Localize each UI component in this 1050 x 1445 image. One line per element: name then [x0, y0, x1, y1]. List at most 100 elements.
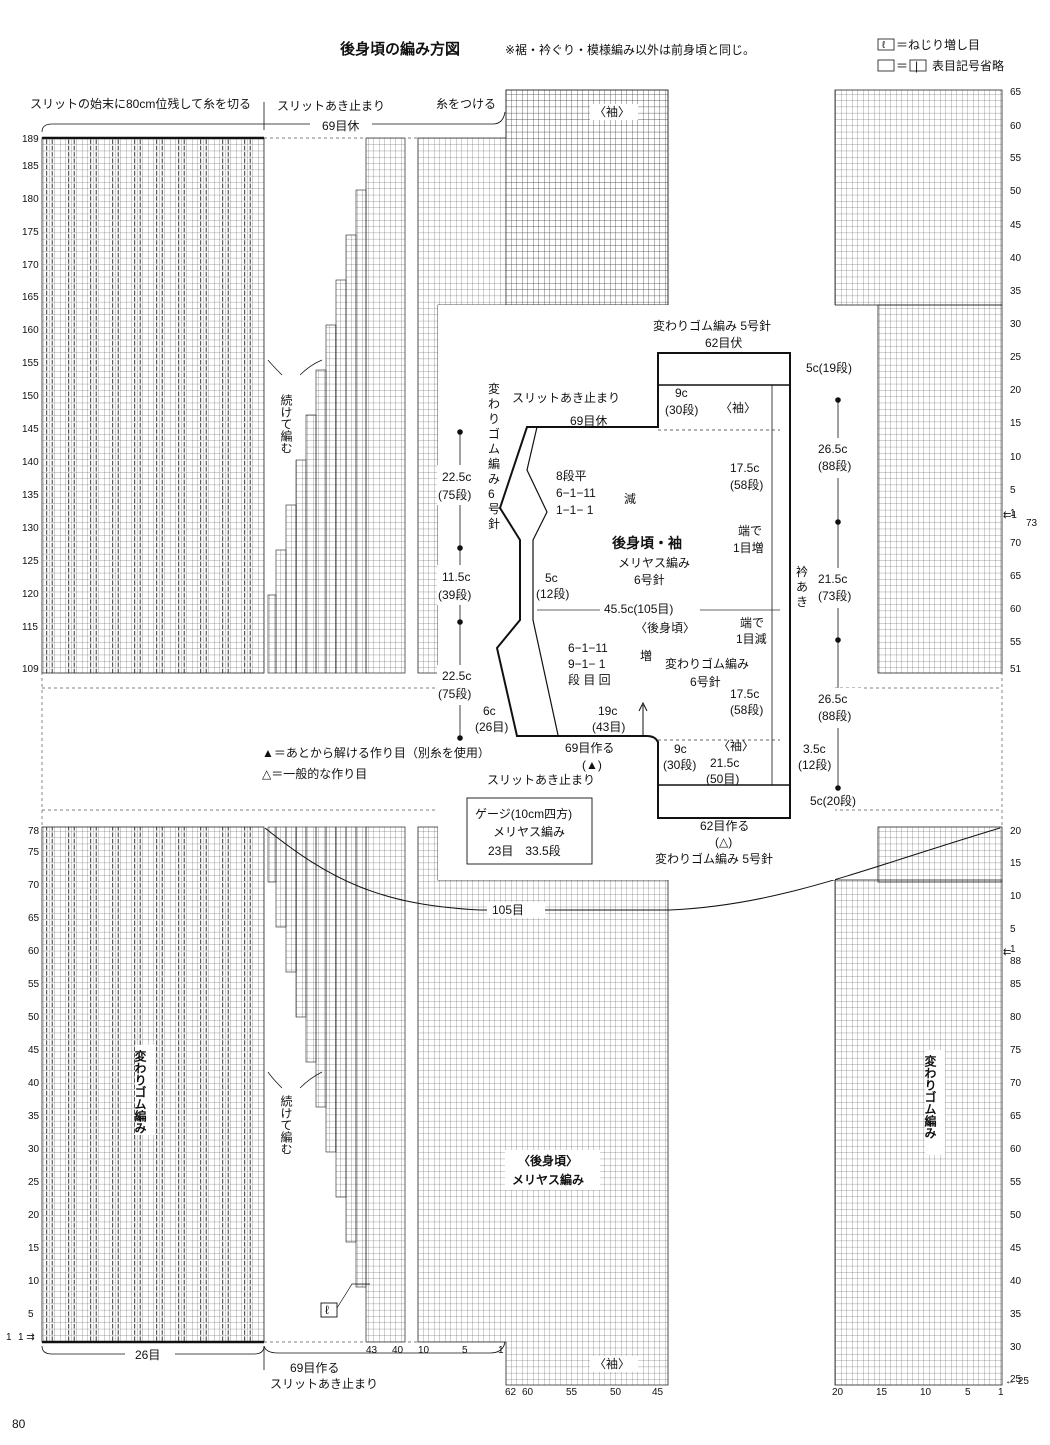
bottom-slit-stepped-grid: [267, 826, 406, 1343]
axis-label: 40: [28, 1078, 40, 1089]
ell-pointer: [336, 1283, 370, 1309]
rib-char: 変: [488, 381, 500, 396]
axis-label: 185: [22, 161, 39, 172]
axis-label: 55: [1010, 637, 1022, 648]
axis-label: 20: [28, 1210, 40, 1221]
slit-end-note: スリットの始末に80cm位残して糸を切る: [30, 96, 251, 111]
axis-label: 120: [22, 589, 39, 600]
schematic-cast-62-sym: (△): [715, 835, 732, 849]
sleeve-top-label: 〈袖〉: [594, 104, 630, 119]
axis-label: 40: [392, 1345, 404, 1356]
schematic-dim-265a-rows: (88段): [818, 458, 851, 473]
schematic-dim-225b-rows: (75段): [438, 686, 471, 701]
axis-label: 5: [462, 1345, 468, 1356]
top-right-grid-upper: [834, 89, 1003, 306]
axis-label: 78: [28, 826, 40, 837]
start-arrow-right-1: ⇇1: [1003, 510, 1017, 521]
schematic-edge-inc-1: 端で: [738, 524, 762, 538]
axis-label: 130: [22, 523, 39, 534]
axis-label: 10: [28, 1276, 40, 1287]
rest-69-box: [310, 117, 372, 132]
dim-bg-1: [437, 465, 483, 505]
axis-label: 20: [832, 1387, 844, 1398]
back-body-box: [505, 1150, 600, 1190]
schematic-sleeve-top-rows: (30段): [665, 402, 698, 417]
continue-knit-top-arrow-l: [267, 359, 283, 376]
axis-label: 50: [28, 1012, 40, 1023]
schematic-edge-dec-2: 1目減: [736, 631, 767, 646]
schematic-up-arrow: [638, 701, 648, 736]
axis-label: 70: [1010, 1078, 1022, 1089]
gauge-values: 23目 33.5段: [488, 843, 561, 858]
collar-char: 衿: [796, 564, 808, 579]
count-105-label: 105目: [492, 903, 524, 917]
ell-box: [320, 1302, 338, 1318]
axis-label: 70: [28, 880, 40, 891]
schematic-dim-265a: 26.5c: [818, 442, 847, 456]
width-label-bg: [600, 601, 700, 616]
bottom-69-bracket: [263, 1341, 506, 1370]
rib-char: み: [488, 472, 500, 486]
neckline-curve: [264, 827, 1001, 911]
gauge-box: [466, 797, 593, 865]
schematic-sleeve-top-label: 〈袖〉: [720, 400, 756, 415]
axis-label: 55: [1010, 1177, 1022, 1188]
schematic-edge-dec-1: 端で: [740, 616, 764, 630]
top-left-rib-grid: [41, 137, 265, 674]
schematic-inner: [526, 426, 559, 736]
schematic-dim-115: 11.5c: [442, 570, 470, 584]
axis-label: 135: [22, 490, 39, 501]
slit-stop-top: スリットあき止まり: [277, 99, 385, 113]
top-sleeve-grid: [505, 89, 669, 306]
schematic-needle: 6号針: [634, 572, 665, 587]
count-26-box: [125, 1347, 175, 1362]
schematic-dec-6: 6−1−11: [556, 486, 596, 500]
axis-label: 10: [1010, 891, 1022, 902]
attach-yarn-label: 糸をつける: [436, 97, 496, 111]
continue-knit-bottom: 続けて編む: [279, 1095, 293, 1155]
axis-label: 80: [1010, 1012, 1022, 1023]
schematic-inc-label: 増: [640, 649, 652, 663]
top-right-grid-lower: [877, 304, 1003, 674]
schematic-title: 後身頃・袖: [612, 535, 682, 551]
axis-label: 189: [22, 134, 39, 145]
page-note: ※裾・衿ぐり・模様編み以外は前身頃と同じ。: [505, 42, 755, 57]
schematic-slit-stop-1: スリットあき止まり: [512, 391, 620, 405]
rib-right-label: 変わりゴム編み: [923, 1054, 937, 1139]
schematic-dim-35c-rows: (12段): [798, 757, 831, 772]
axis-label: 170: [22, 260, 39, 271]
schematic-cast-62: 62目作る: [700, 819, 749, 833]
schematic-cast-69-sym: (▲): [582, 758, 602, 772]
rib-right-box: [925, 1050, 945, 1155]
rib-char: 編: [488, 456, 500, 471]
schematic-sleeve-bot-label: 〈袖〉: [718, 738, 754, 753]
axis-label: 50: [1010, 186, 1022, 197]
legend-tri-open: △＝一般的な作り目: [262, 766, 367, 781]
axis-label: 35: [1010, 1309, 1022, 1320]
axis-label: 10: [418, 1345, 430, 1356]
legend-increase-symbol: ℓ: [882, 40, 886, 51]
axis-label: 30: [28, 1144, 40, 1155]
axis-label: 45: [28, 1045, 40, 1056]
ell-symbol: ℓ: [325, 1303, 329, 1317]
axis-label: 5: [1010, 485, 1016, 496]
axis-label: 45: [1010, 220, 1022, 231]
slit-stop-bottom: スリットあき止まり: [270, 1377, 378, 1391]
schematic-dim-175a: 17.5c: [730, 461, 759, 475]
continue-knit-top-arrow-r: [299, 359, 323, 376]
schematic-dim-19c-rows: (43目): [592, 720, 625, 734]
axis-label: 25: [28, 1177, 40, 1188]
schematic-dim-35c: 3.5c: [803, 742, 826, 756]
axis-label: 15: [1010, 418, 1022, 429]
schematic-rib-mid: 変わりゴム編み: [665, 656, 749, 671]
schematic-dim-215b: 21.5c: [710, 756, 739, 770]
collar-char: あ: [796, 580, 808, 594]
schematic-inc-head: 段 目 回: [568, 672, 611, 687]
sleeve-bottom-label: 〈袖〉: [594, 1356, 630, 1371]
schematic-rest-69: 69目休: [570, 414, 607, 428]
sleeve-bottom-box: [590, 1356, 638, 1372]
top-slit-bracket: [41, 111, 506, 133]
schematic-dim-225b: 22.5c: [442, 669, 471, 683]
schematic-dec-label: 減: [624, 491, 636, 506]
